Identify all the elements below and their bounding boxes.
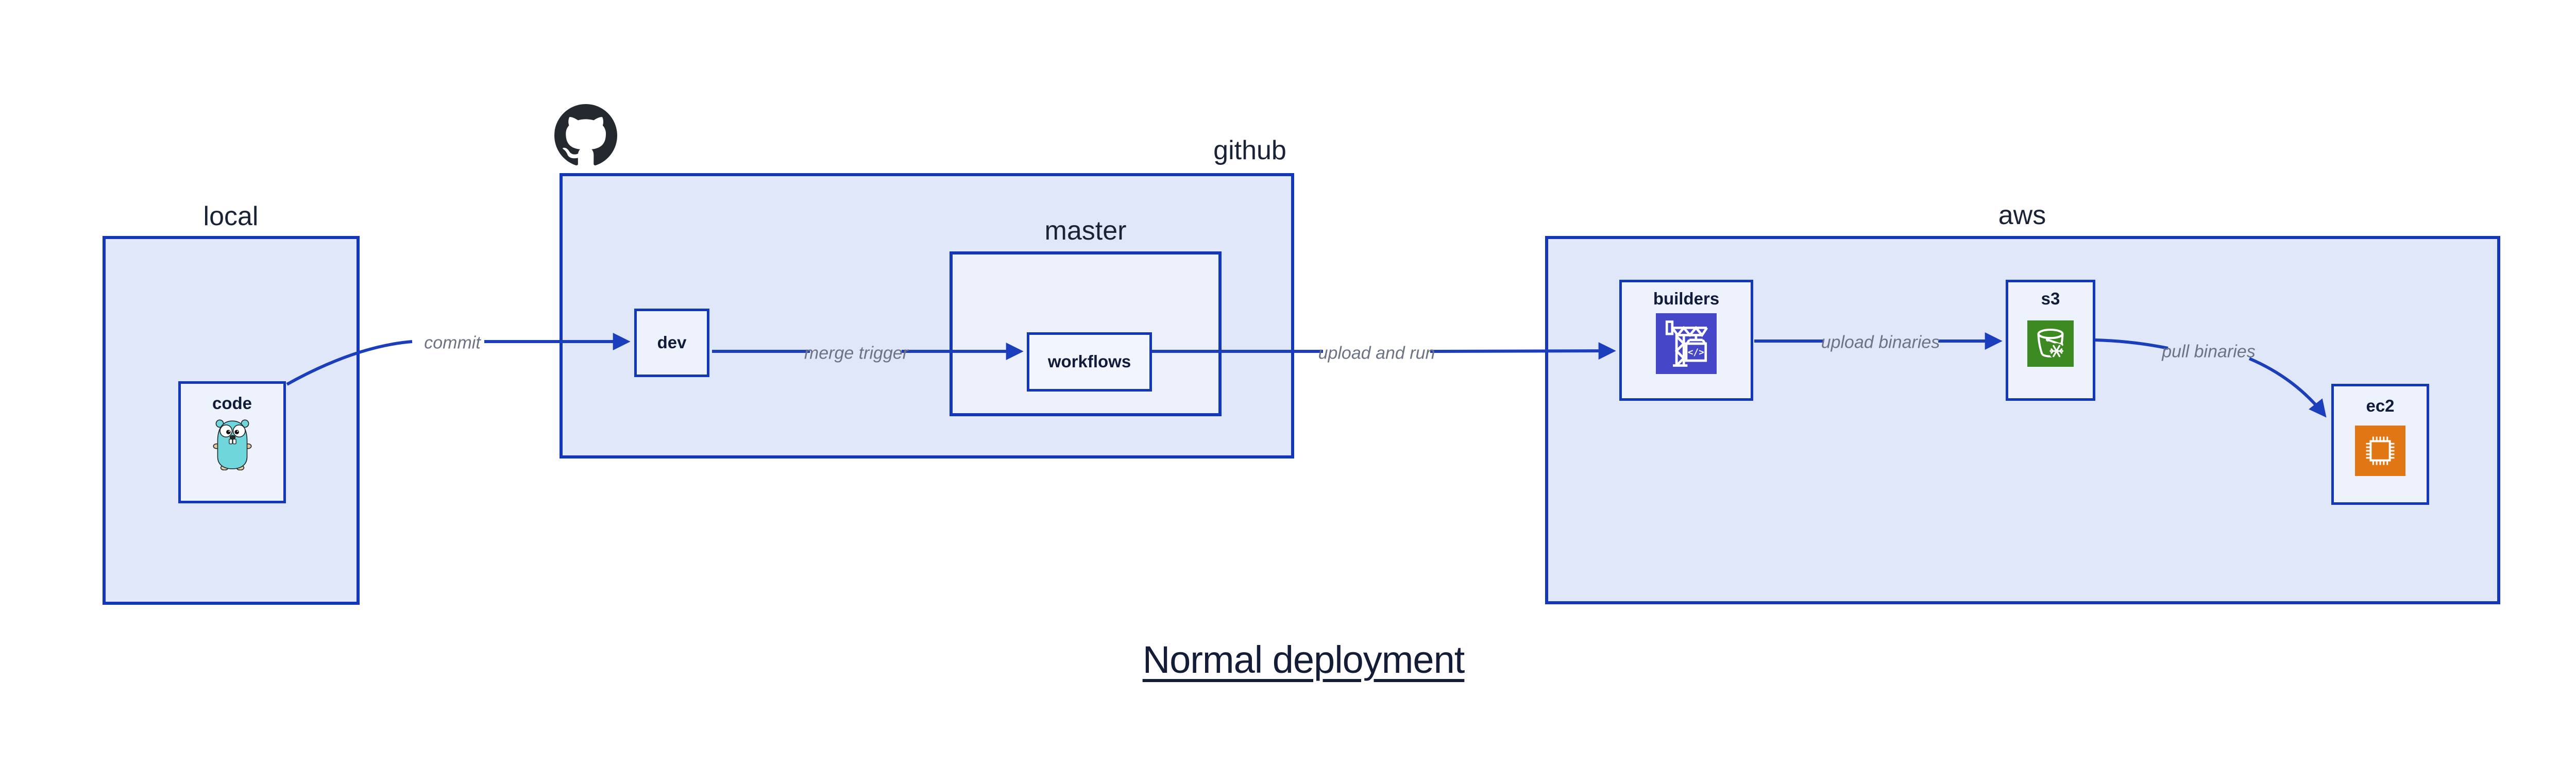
node-builders-label: builders xyxy=(1653,289,1720,308)
node-code-label: code xyxy=(212,394,252,413)
s3-bucket-icon xyxy=(2027,320,2074,367)
node-ec2: ec2 xyxy=(2331,384,2429,505)
node-s3: s3 xyxy=(2006,280,2095,401)
node-dev-label: dev xyxy=(657,333,687,352)
edge-label-upload-binaries: upload binaries xyxy=(1821,332,1940,352)
node-code: code xyxy=(178,381,286,503)
edge-label-pull-binaries: pull binaries xyxy=(2162,342,2256,362)
node-s3-label: s3 xyxy=(2041,289,2060,308)
node-ec2-label: ec2 xyxy=(2366,396,2395,415)
local-group-label: local xyxy=(203,201,259,231)
aws-group-label: aws xyxy=(1998,200,2046,230)
node-workflows: workflows xyxy=(1027,332,1152,392)
codebuild-glyph: </> xyxy=(1688,348,1704,358)
edge-label-upload-and-run: upload and run xyxy=(1318,343,1435,363)
node-builders: builders </> xyxy=(1619,280,1753,401)
edge-label-merge-trigger: merge trigger xyxy=(804,343,909,363)
node-dev: dev xyxy=(634,309,709,377)
github-group-label: github xyxy=(1213,135,1286,165)
node-workflows-label: workflows xyxy=(1047,352,1131,371)
diagram-title: Normal deployment xyxy=(1142,638,1465,681)
codebuild-crane-icon: </> xyxy=(1656,313,1717,375)
github-octocat-icon xyxy=(554,104,617,167)
go-gopher-icon xyxy=(212,416,252,471)
master-group-label: master xyxy=(1044,216,1127,246)
ec2-chip-icon xyxy=(2355,426,2405,477)
edge-label-commit: commit xyxy=(424,333,481,353)
